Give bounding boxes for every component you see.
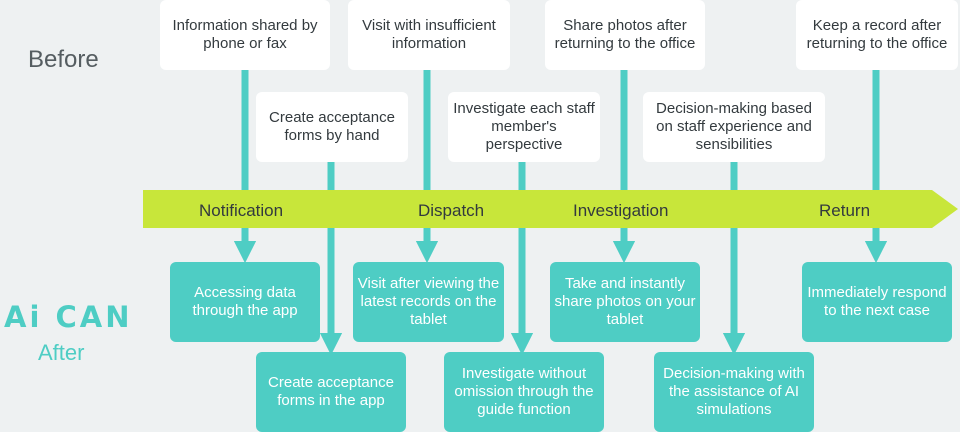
before-box-phone-fax: Information shared by phone or fax bbox=[160, 0, 330, 70]
before-box-record-after-return: Keep a record after returning to the off… bbox=[796, 0, 958, 70]
before-text: Keep a record after returning to the off… bbox=[806, 17, 948, 52]
process-arrow-band bbox=[143, 190, 958, 228]
before-box-forms-by-hand: Create acceptance forms by hand bbox=[256, 92, 408, 162]
after-box-guide-function: Investigate without omission through the… bbox=[444, 352, 604, 432]
before-text: Information shared by phone or fax bbox=[172, 17, 318, 52]
aican-logo: Ai CAN bbox=[4, 300, 133, 334]
before-text: Investigate each staff member's perspect… bbox=[453, 100, 595, 153]
after-box-data-app: Accessing data through the app bbox=[170, 262, 320, 342]
after-box-forms-in-app: Create acceptance forms in the app bbox=[256, 352, 406, 432]
after-box-ai-simulations: Decision-making with the assistance of A… bbox=[654, 352, 814, 432]
before-box-staff-perspective: Investigate each staff member's perspect… bbox=[448, 92, 600, 162]
after-text: Take and instantly share photos on your … bbox=[554, 275, 696, 328]
before-box-staff-experience: Decision-making based on staff experienc… bbox=[643, 92, 825, 162]
after-text: Immediately respond to the next case bbox=[807, 284, 947, 319]
before-text: Decision-making based on staff experienc… bbox=[656, 100, 812, 153]
before-box-insufficient-info: Visit with insufficient information bbox=[348, 0, 510, 70]
after-text: Accessing data through the app bbox=[192, 284, 298, 319]
stage-dispatch: Dispatch bbox=[418, 201, 485, 220]
before-text: Visit with insufficient information bbox=[362, 17, 496, 52]
before-text: Create acceptance forms by hand bbox=[269, 109, 395, 144]
after-text: Create acceptance forms in the app bbox=[268, 374, 394, 409]
after-box-latest-records: Visit after viewing the latest records o… bbox=[353, 262, 504, 342]
after-box-next-case: Immediately respond to the next case bbox=[802, 262, 952, 342]
after-text: Decision-making with the assistance of A… bbox=[663, 365, 805, 418]
stage-investigation: Investigation bbox=[573, 201, 669, 220]
stage-notification: Notification bbox=[199, 201, 284, 220]
after-text: Visit after viewing the latest records o… bbox=[357, 275, 500, 328]
after-text: Investigate without omission through the… bbox=[454, 365, 594, 418]
before-text: Share photos after returning to the offi… bbox=[554, 17, 696, 52]
before-box-share-photos-office: Share photos after returning to the offi… bbox=[545, 0, 705, 70]
stage-return: Return bbox=[819, 201, 871, 220]
after-label: After bbox=[38, 340, 85, 365]
before-label: Before bbox=[28, 46, 99, 73]
after-box-instant-photos: Take and instantly share photos on your … bbox=[550, 262, 700, 342]
